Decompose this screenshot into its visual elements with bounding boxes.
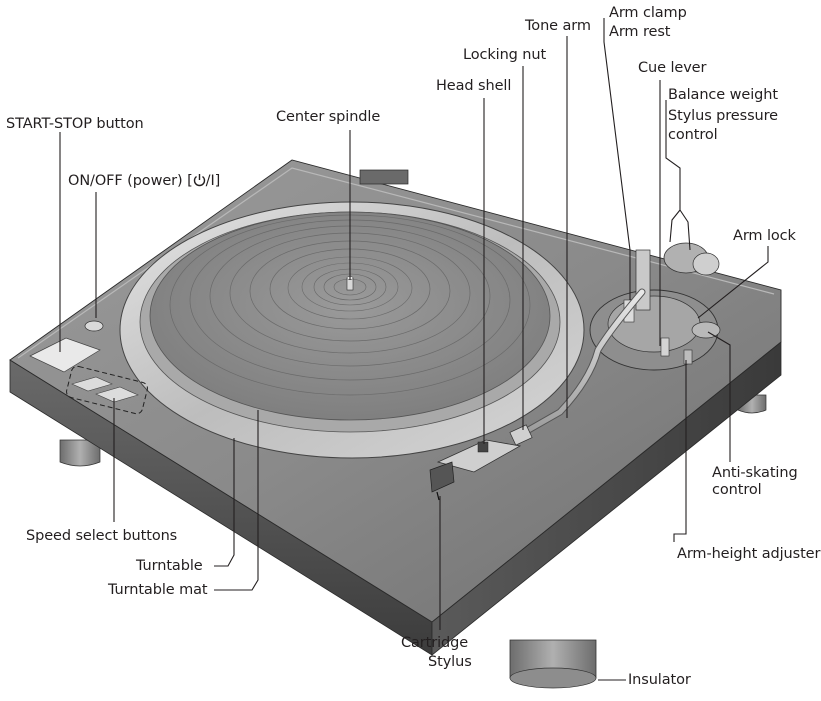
leader-balance-weight — [665, 100, 681, 243]
arm-height-label: Arm-height adjuster — [677, 546, 821, 562]
center-spindle-label: Center spindle — [276, 109, 381, 125]
tone-arm — [509, 288, 646, 446]
leader-lines — [59, 18, 769, 681]
arm-clamp-label: Arm clamp — [609, 5, 687, 21]
leader-turntable — [214, 438, 235, 567]
balance-weight-label: Balance weight — [668, 87, 778, 103]
anti-skating-label-1: Anti-skating — [712, 465, 798, 481]
power-icon — [193, 174, 205, 187]
leader-turntable-mat — [214, 410, 259, 591]
on-off-label-end: /I] — [205, 173, 221, 189]
leader-arm-clamp — [603, 18, 631, 300]
leader-stylus-pressure — [679, 209, 691, 251]
turntable-mat-label: Turntable mat — [108, 582, 208, 598]
insulator-label: Insulator — [628, 672, 691, 688]
leader-arm-lock — [697, 246, 769, 319]
start-stop-label: START-STOP button — [6, 116, 144, 132]
cartridge-label: Cartridge — [401, 635, 469, 651]
insulator-feet — [59, 394, 767, 689]
leader-anti-skating — [707, 331, 731, 462]
leader-arm-height — [673, 360, 687, 542]
head-shell — [429, 439, 522, 501]
on-off-label-text: ON/OFF (power) [ — [68, 173, 193, 189]
arm-lock-label: Arm lock — [733, 228, 796, 244]
tone-arm-label: Tone arm — [525, 18, 591, 34]
control-panel — [29, 320, 148, 415]
head-shell-label: Head shell — [436, 78, 512, 94]
stylus-label: Stylus — [428, 654, 472, 670]
stylus-pressure-label-2: control — [668, 127, 718, 143]
speed-select-label: Speed select buttons — [26, 528, 178, 544]
arm-rest-label: Arm rest — [609, 24, 671, 40]
stylus-pressure-label-1: Stylus pressure — [668, 108, 778, 124]
on-off-label: ON/OFF (power) [ /I] — [68, 172, 220, 191]
turntable-label: Turntable — [136, 558, 203, 574]
anti-skating-label-2: control — [712, 482, 762, 498]
cue-lever-label: Cue lever — [638, 60, 707, 76]
locking-nut-label: Locking nut — [463, 47, 547, 63]
